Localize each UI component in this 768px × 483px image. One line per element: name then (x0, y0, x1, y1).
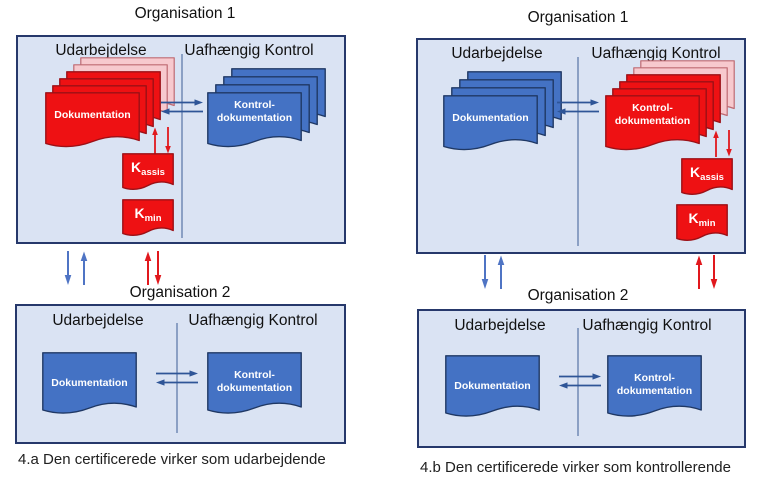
kontrol-dokumentation-stack (605, 60, 735, 151)
kassis-label: Kassis (131, 159, 165, 178)
dokumentation-doc (42, 352, 137, 414)
org-link-arrows-red (144, 251, 162, 285)
uafhaengig-kontrol-header: Uafhængig Kontrol (184, 42, 314, 59)
kontrol-dokumentation-label: Kontrol- dokumentation (216, 369, 293, 395)
org-link-arrows-blue (481, 255, 505, 289)
dokumentation-label: Dokumentation (51, 377, 128, 389)
udarbejdelse-header: Udarbejdelse (454, 317, 546, 334)
kontrol-dokumentation-label: Kontrol- dokumentation (616, 372, 693, 398)
exchange-arrows (559, 373, 601, 389)
figure-caption: 4.a Den certificerede virker som udarbej… (18, 451, 326, 468)
dokumentation-label: Dokumentation (452, 112, 529, 124)
udarbejdelse-header: Udarbejdelse (52, 312, 144, 329)
org1-title: Organisation 1 (134, 5, 236, 22)
org-link-arrows-blue (64, 251, 88, 285)
column-divider (577, 328, 579, 436)
column-divider (181, 54, 183, 238)
dokumentation-stack (443, 71, 562, 151)
kontrol-dokumentation-label: Kontrol- dokumentation (216, 99, 293, 125)
kassis-label: Kassis (690, 164, 724, 183)
stack-k-arrows (713, 130, 732, 157)
kmin-doc (122, 199, 174, 237)
dokumentation-label: Dokumentation (54, 109, 131, 121)
org1-title: Organisation 1 (527, 9, 629, 26)
kmin-doc (676, 204, 728, 242)
kmin-label: Kmin (134, 205, 162, 224)
kontrol-dokumentation-doc (207, 352, 302, 414)
column-divider (176, 323, 178, 433)
column-divider (577, 57, 579, 246)
uafhaengig-kontrol-header: Uafhængig Kontrol (188, 312, 318, 329)
kontrol-dokumentation-stack (207, 68, 326, 148)
exchange-arrows (161, 99, 203, 115)
kmin-label: Kmin (688, 210, 716, 229)
uafhaengig-kontrol-header: Uafhængig Kontrol (591, 45, 721, 62)
udarbejdelse-header: Udarbejdelse (451, 45, 543, 62)
kontrol-dokumentation-doc (607, 355, 702, 417)
uafhaengig-kontrol-header: Uafhængig Kontrol (582, 317, 712, 334)
dokumentation-doc (445, 355, 540, 417)
org-link-arrows-red (695, 255, 718, 289)
kassis-doc (122, 153, 174, 191)
exchange-arrows (156, 370, 198, 386)
figure-caption: 4.b Den certificerede virker som kontrol… (420, 459, 731, 476)
dokumentation-stack (45, 57, 175, 148)
kassis-doc (681, 158, 733, 196)
kontrol-dokumentation-label: Kontrol- dokumentation (614, 102, 691, 128)
exchange-arrows (557, 99, 599, 115)
org2-title: Organisation 2 (527, 287, 629, 304)
dokumentation-label: Dokumentation (454, 380, 531, 392)
udarbejdelse-header: Udarbejdelse (55, 42, 147, 59)
org2-title: Organisation 2 (129, 284, 231, 301)
stack-k-arrows (152, 127, 171, 154)
